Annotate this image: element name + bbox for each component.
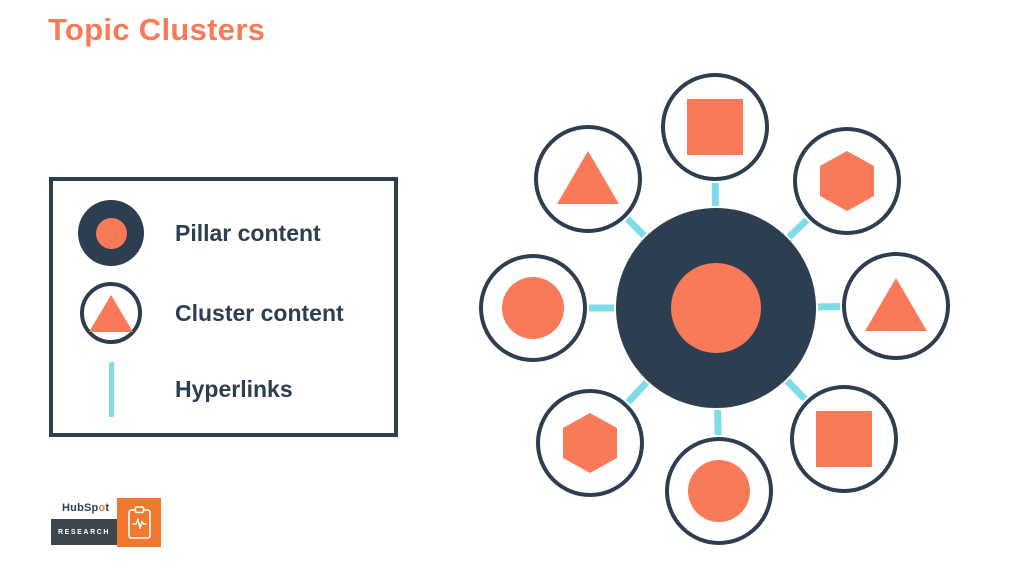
research-label-box: RESEARCH	[51, 519, 117, 545]
legend-label-cluster: Cluster content	[175, 299, 344, 326]
hubspot-research-logo: HubSpot RESEARCH	[51, 497, 163, 551]
square-icon	[816, 411, 872, 467]
legend-box: Pillar content Cluster content Hyperlink…	[49, 177, 398, 437]
hyperlink-connector-bottom-right	[784, 378, 808, 402]
legend-item-cluster: Cluster content	[77, 281, 344, 345]
clipboard-badge	[117, 498, 161, 547]
pillar-content-icon	[78, 200, 144, 266]
legend-label-hyperlinks: Hyperlinks	[175, 375, 293, 402]
circle-icon	[502, 277, 564, 339]
page-title: Topic Clusters	[48, 12, 266, 47]
hubspot-wordmark: HubSpot	[62, 502, 110, 514]
cluster-content-icon	[80, 282, 142, 344]
hyperlink-connector-bottom-left	[625, 380, 649, 405]
hyperlink-connector-top-right	[786, 217, 810, 240]
pillar-core-icon	[671, 263, 761, 353]
triangle-icon	[89, 295, 133, 332]
hexagon-icon	[820, 151, 874, 211]
triangle-icon	[557, 151, 619, 204]
square-icon	[687, 99, 743, 155]
hexagon-icon	[563, 413, 617, 473]
hyperlink-connector-top-left	[624, 216, 647, 239]
hyperlink-line-icon	[108, 361, 114, 417]
circle-icon	[688, 460, 750, 522]
pillar-core-dot	[95, 217, 127, 249]
clipboard-icon	[127, 505, 151, 539]
legend-item-pillar: Pillar content	[77, 200, 321, 266]
legend-item-hyperlinks: Hyperlinks	[77, 361, 293, 417]
legend-label-pillar: Pillar content	[175, 219, 321, 246]
sprocket-icon: o	[98, 502, 106, 514]
research-label: RESEARCH	[57, 528, 111, 536]
triangle-icon	[865, 278, 927, 331]
